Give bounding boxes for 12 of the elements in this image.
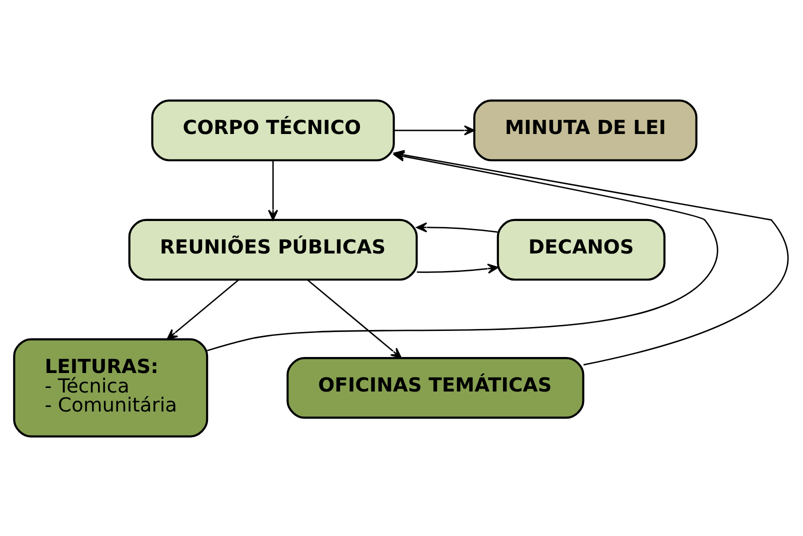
node-box: REUNIÕES PÚBLICAS: [128, 218, 418, 280]
arrow: [416, 263, 498, 274]
node-box: CORPO TÉCNICO: [151, 99, 395, 161]
node-box: OFICINAS TEMÁTICAS: [286, 356, 584, 418]
arrow: [307, 278, 402, 358]
arrow: [416, 222, 498, 232]
arrow: [166, 278, 240, 340]
node-box: MINUTA DE LEI: [473, 99, 698, 161]
node-box: DECANOS: [496, 218, 666, 280]
arrow: [268, 160, 278, 220]
node-box: LEITURAS: - Técnica - Comunitária: [13, 338, 208, 437]
arrow: [394, 124, 475, 135]
